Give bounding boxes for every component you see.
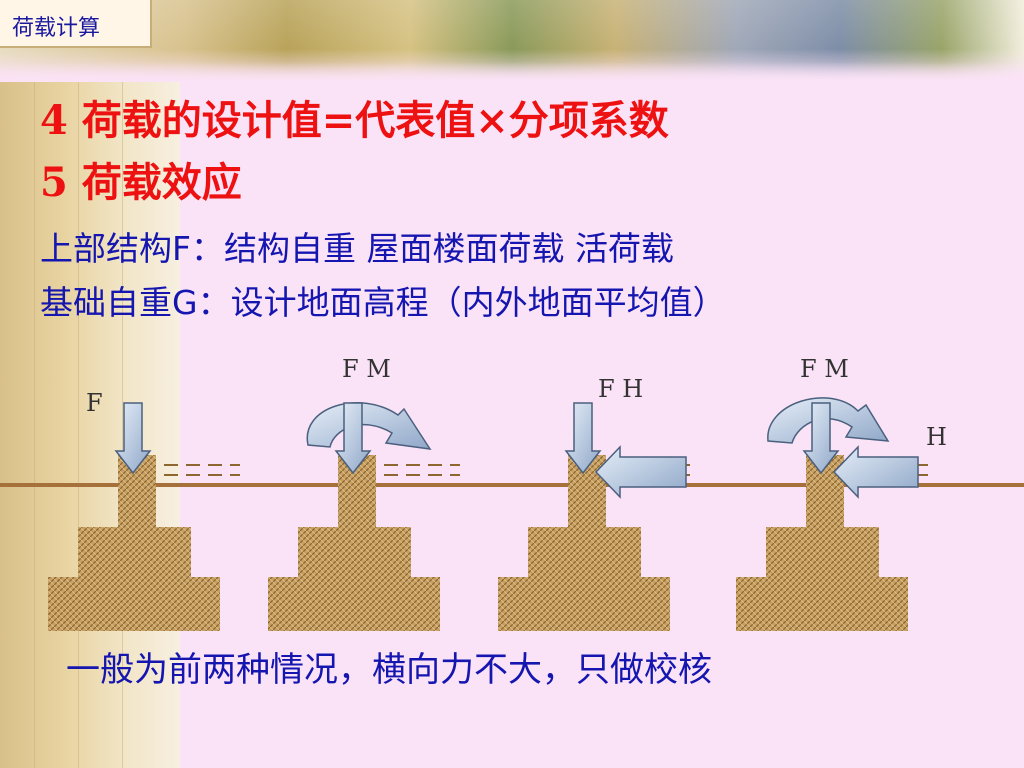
footing-step-upper-2 xyxy=(298,527,411,577)
footing-step-upper-4 xyxy=(766,527,879,577)
floor-dash-2 xyxy=(384,464,460,476)
footing-step-upper-1 xyxy=(78,527,191,577)
moment-arrow-2 xyxy=(306,402,432,450)
footing-step-lower-2 xyxy=(268,577,440,631)
case-2-label: F M xyxy=(342,355,391,383)
vertical-force-arrow-3 xyxy=(564,402,602,475)
footer-note: 一般为前两种情况，横向力不大，只做校核 xyxy=(66,650,712,690)
horizontal-force-arrow-4 xyxy=(832,445,919,499)
case-4: F M H xyxy=(736,355,947,631)
vertical-force-arrow-1 xyxy=(114,402,152,475)
body-line-1: 上部结构F：结构自重 屋面楼面荷载 活荷载 xyxy=(40,229,674,268)
case-1: F xyxy=(48,389,240,631)
moment-arrow-4 xyxy=(767,397,890,444)
footing-step-upper-3 xyxy=(528,527,641,577)
header-tag-text: 荷载计算 xyxy=(12,16,101,41)
footing-step-lower-1 xyxy=(48,577,220,631)
case-3-label: F H xyxy=(598,375,643,403)
title-line-2: 5 荷载效应 xyxy=(40,159,242,206)
left-decor-strip xyxy=(0,0,180,768)
title-line-1: 4 荷载的设计值=代表值×分项系数 xyxy=(40,97,669,144)
case-2: F M xyxy=(268,355,460,631)
foundation-load-diagram: F F M F H F M H xyxy=(0,355,1024,631)
horizontal-force-arrow-3 xyxy=(594,445,687,499)
header-tag: 荷载计算 xyxy=(0,0,152,48)
header-banner xyxy=(0,0,1024,82)
vertical-force-arrow-2 xyxy=(334,402,372,475)
case-1-label: F xyxy=(86,389,103,417)
vertical-force-arrow-4 xyxy=(802,402,840,475)
floor-dash-1 xyxy=(164,464,240,476)
case-4-label-h: H xyxy=(926,423,947,451)
footing-step-lower-4 xyxy=(736,577,908,631)
case-3: F H xyxy=(498,375,690,631)
footing-step-lower-3 xyxy=(498,577,670,631)
case-4-label-fm: F M xyxy=(800,355,849,383)
body-line-2: 基础自重G：设计地面高程（内外地面平均值） xyxy=(40,283,726,322)
